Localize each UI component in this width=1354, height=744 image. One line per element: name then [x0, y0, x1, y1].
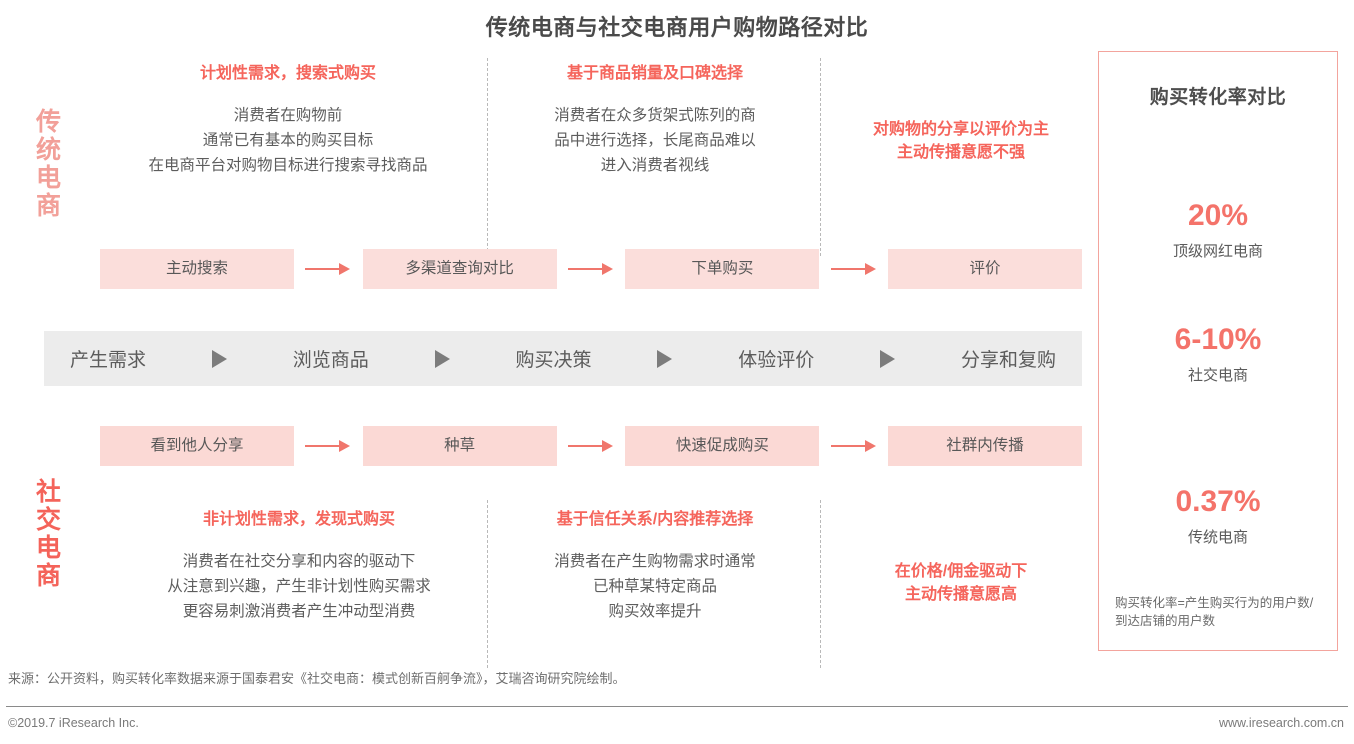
divider-top-1: [487, 58, 488, 256]
body-line: 消费者在社交分享和内容的驱动下: [182, 553, 416, 571]
panel-footnote: 购买转化率=产生购买行为的用户数/到达店铺的用户数: [1115, 596, 1314, 629]
triangle-right-icon: [880, 349, 896, 368]
side-label-char: 社: [35, 478, 62, 506]
side-label-char: 电: [35, 164, 62, 192]
body-line: 消费者在购物前: [233, 107, 343, 125]
bottom-column-2: 基于信任关系/内容推荐选择 消费者在产生购物需求时通常 已种草某特定商品 购买效…: [500, 508, 810, 625]
body-line: 在电商平台对购物目标进行搜索寻找商品: [148, 157, 428, 175]
arrow-right-icon: [561, 263, 622, 275]
stat-label: 传统电商: [1187, 529, 1248, 546]
bottom-column-1: 非计划性需求，发现式购买 消费者在社交分享和内容的驱动下 从注意到兴趣，产生非计…: [108, 508, 490, 625]
stat-item: 6-10% 社交电商: [1099, 322, 1337, 385]
triangle-right-icon: [434, 349, 450, 368]
side-label-char: 电: [35, 534, 62, 562]
flow-step[interactable]: 快速促成购买: [625, 426, 820, 466]
flow-step[interactable]: 看到他人分享: [100, 426, 294, 466]
flow-step[interactable]: 评价: [888, 249, 1083, 289]
footer-website[interactable]: www.iresearch.com.cn: [1218, 716, 1344, 730]
page-title: 传统电商与社交电商用户购物路径对比: [485, 15, 869, 40]
body-line: 消费者在众多货架式陈列的商: [554, 107, 756, 125]
body-line: 通常已有基本的购买目标: [202, 132, 374, 150]
journey-step[interactable]: 产生需求: [70, 350, 147, 371]
flow-step[interactable]: 社群内传播: [888, 426, 1083, 466]
stat-value: 6-10%: [1174, 323, 1262, 356]
side-label-char: 传: [35, 108, 62, 136]
body-line: 品中进行选择，长尾商品难以: [554, 132, 756, 150]
flow-row-social: 看到他人分享 种草 快速促成购买 社群内传播: [100, 426, 1083, 466]
conversion-rate-panel: 购买转化率对比 20% 顶级网红电商 6-10% 社交电商 0.37% 传统电商…: [1098, 51, 1338, 651]
source-note: 来源：公开资料，购买转化率数据来源于国泰君安《社交电商：模式创新百舸争流》，艾瑞…: [8, 671, 626, 686]
arrow-right-icon: [298, 263, 359, 275]
journey-step[interactable]: 体验评价: [738, 350, 815, 371]
headline-line: 在价格/佣金驱动下: [894, 563, 1028, 580]
stat-item: 20% 顶级网红电商: [1099, 198, 1337, 261]
column-body: 消费者在购物前 通常已有基本的购买目标 在电商平台对购物目标进行搜索寻找商品: [108, 103, 468, 178]
headline-line: 对购物的分享以评价为主: [872, 121, 1049, 138]
journey-step[interactable]: 浏览商品: [292, 350, 369, 371]
top-column-2: 基于商品销量及口碑选择 消费者在众多货架式陈列的商 品中进行选择，长尾商品难以 …: [500, 62, 810, 179]
side-label-social: 社 交 电 商: [26, 478, 72, 590]
body-line: 消费者在产生购物需求时通常: [554, 553, 756, 571]
divider-bottom-1: [487, 500, 488, 668]
top-column-1: 计划性需求，搜索式购买 消费者在购物前 通常已有基本的购买目标 在电商平台对购物…: [108, 62, 468, 179]
side-label-char: 商: [35, 192, 62, 220]
body-line: 已种草某特定商品: [592, 578, 717, 596]
column-body: 消费者在社交分享和内容的驱动下 从注意到兴趣，产生非计划性购买需求 更容易刺激消…: [108, 549, 490, 624]
column-body: 消费者在产生购物需求时通常 已种草某特定商品 购买效率提升: [500, 549, 810, 624]
arrow-right-icon: [823, 440, 884, 452]
column-headline: 基于商品销量及口碑选择: [566, 65, 743, 82]
stat-value: 0.37%: [1175, 485, 1261, 518]
side-label-traditional: 传 统 电 商: [26, 108, 72, 220]
divider-top-2: [820, 58, 821, 256]
stat-item: 0.37% 传统电商: [1099, 484, 1337, 547]
arrow-right-icon: [298, 440, 359, 452]
triangle-right-icon: [657, 349, 673, 368]
arrow-right-icon: [561, 440, 622, 452]
side-label-char: 交: [35, 506, 62, 534]
body-line: 购买效率提升: [608, 603, 702, 621]
journey-step[interactable]: 分享和复购: [960, 350, 1056, 371]
arrow-right-icon: [823, 263, 884, 275]
side-label-char: 商: [35, 562, 62, 590]
panel-title: 购买转化率对比: [1149, 87, 1287, 108]
footer-divider: [6, 706, 1348, 707]
column-body: 消费者在众多货架式陈列的商 品中进行选择，长尾商品难以 进入消费者视线: [500, 103, 810, 178]
stat-value: 20%: [1187, 199, 1249, 232]
stat-label: 顶级网红电商: [1172, 243, 1263, 260]
stat-label: 社交电商: [1187, 367, 1248, 384]
footer-copyright: ©2019.7 iResearch Inc.: [8, 716, 139, 730]
flow-step[interactable]: 下单购买: [625, 249, 820, 289]
bottom-column-3: 在价格/佣金驱动下 主动传播意愿高: [830, 560, 1092, 606]
column-headline: 非计划性需求，发现式购买: [202, 511, 395, 528]
column-headline: 对购物的分享以评价为主 主动传播意愿不强: [830, 118, 1092, 164]
triangle-right-icon: [211, 349, 227, 368]
column-headline: 在价格/佣金驱动下 主动传播意愿高: [830, 560, 1092, 606]
top-column-3: 对购物的分享以评价为主 主动传播意愿不强: [830, 118, 1092, 164]
side-label-char: 统: [35, 136, 62, 164]
flow-step[interactable]: 主动搜索: [100, 249, 294, 289]
journey-bar: 产生需求 浏览商品 购买决策 体验评价 分享和复购: [44, 331, 1082, 386]
body-line: 进入消费者视线: [600, 157, 710, 175]
body-line: 从注意到兴趣，产生非计划性购买需求: [167, 578, 431, 596]
body-line: 更容易刺激消费者产生冲动型消费: [182, 603, 416, 621]
headline-line: 主动传播意愿高: [904, 586, 1017, 604]
divider-bottom-2: [820, 500, 821, 668]
journey-step[interactable]: 购买决策: [515, 350, 592, 371]
flow-row-traditional: 主动搜索 多渠道查询对比 下单购买 评价: [100, 249, 1083, 289]
column-headline: 基于信任关系/内容推荐选择: [556, 511, 754, 528]
flow-step[interactable]: 多渠道查询对比: [362, 249, 557, 289]
headline-line: 主动传播意愿不强: [896, 144, 1025, 162]
flow-step[interactable]: 种草: [362, 426, 557, 466]
column-headline: 计划性需求，搜索式购买: [199, 65, 376, 82]
